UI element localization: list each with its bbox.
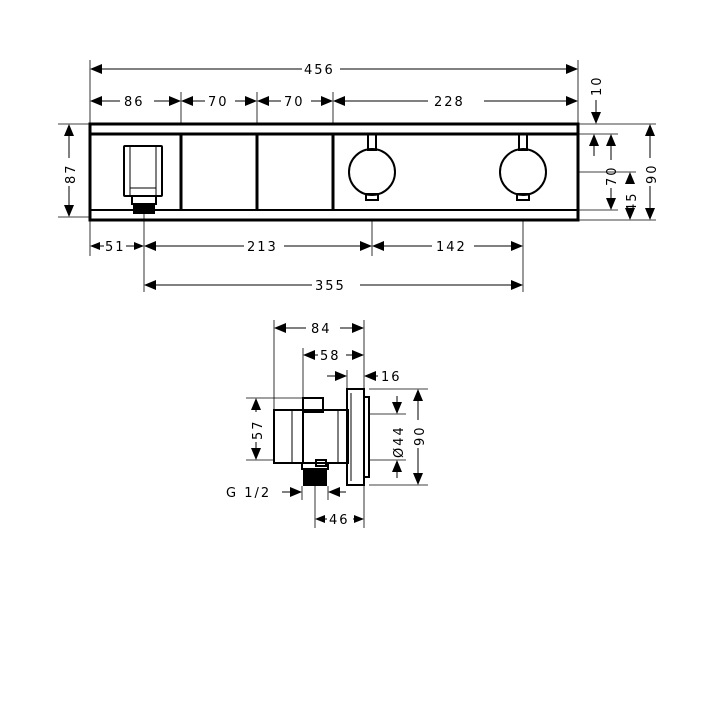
dim-depth-body: 58 bbox=[320, 349, 341, 364]
dim-outlet-to-valve1: 213 bbox=[247, 240, 278, 255]
dim-centre-height: 45 bbox=[625, 191, 640, 212]
dim-body-height: 57 bbox=[251, 419, 266, 440]
dim-overall-width: 456 bbox=[304, 63, 335, 78]
dim-thread: G 1/2 bbox=[226, 486, 271, 501]
dim-seg-4: 228 bbox=[434, 95, 465, 110]
outlet-holder bbox=[123, 145, 163, 214]
valve-handle-2 bbox=[499, 133, 547, 201]
dim-outlet-to-valve2: 355 bbox=[315, 279, 346, 294]
dim-seg-3: 70 bbox=[284, 95, 305, 110]
dim-overall-height: 90 bbox=[645, 163, 660, 184]
dim-top-offset: 10 bbox=[590, 75, 605, 96]
dim-depth-total: 84 bbox=[311, 322, 332, 337]
dim-outlet-offset: 51 bbox=[105, 240, 126, 255]
dim-left-height: 87 bbox=[64, 163, 79, 184]
dim-valve1-to-valve2: 142 bbox=[436, 240, 467, 255]
dim-thread-offset: 46 bbox=[329, 513, 350, 528]
valve-handle-1 bbox=[348, 133, 396, 201]
dim-rosette-diameter: Ø44 bbox=[392, 425, 407, 458]
dim-seg-1: 86 bbox=[124, 95, 145, 110]
dim-plate-height: 90 bbox=[413, 425, 428, 446]
dim-valve-height: 70 bbox=[605, 165, 620, 186]
dim-plate-thickness: 16 bbox=[381, 370, 402, 385]
front-view: 456 86 70 70 228 10 bbox=[58, 60, 660, 294]
dim-seg-2: 70 bbox=[208, 95, 229, 110]
side-view: 84 58 16 57 Ø44 90 G 1/2 bbox=[226, 320, 428, 528]
